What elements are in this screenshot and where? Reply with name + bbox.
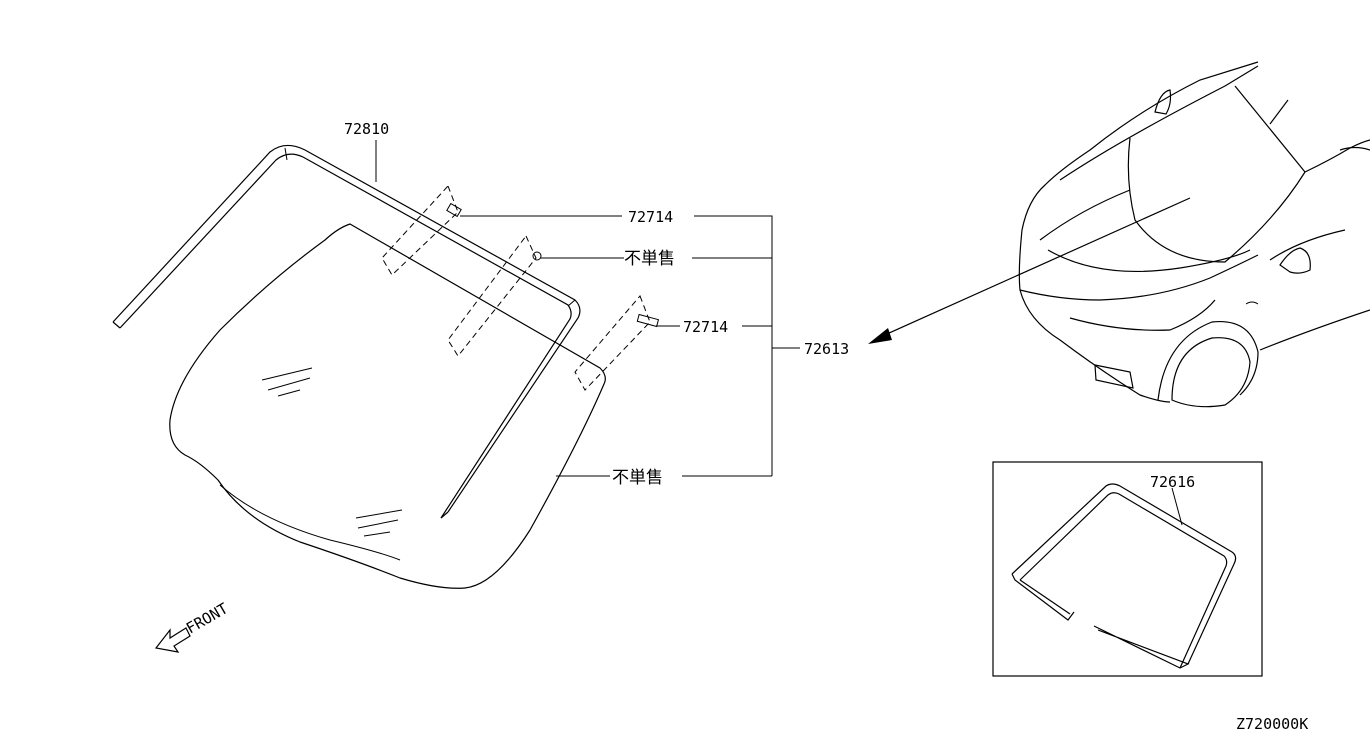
callout-not-sold-lower: 不単售 bbox=[612, 468, 663, 488]
clip-assemblies bbox=[381, 185, 660, 391]
location-arrow bbox=[868, 197, 1191, 344]
callout-72613: 72613 bbox=[804, 340, 849, 358]
windshield-glass bbox=[169, 223, 606, 589]
callout-not-sold-upper: 不単售 bbox=[624, 249, 675, 269]
front-arrow-icon bbox=[154, 627, 191, 653]
callout-72714-upper: 72714 bbox=[628, 208, 673, 226]
callout-72616: 72616 bbox=[1150, 473, 1195, 491]
callout-72810: 72810 bbox=[344, 120, 389, 138]
vehicle-sketch bbox=[1018, 61, 1370, 408]
roof-moulding bbox=[112, 144, 581, 519]
front-label: FRONT bbox=[183, 599, 231, 637]
callout-72714-lower: 72714 bbox=[683, 318, 728, 336]
inset-box bbox=[992, 461, 1263, 677]
leader-lines bbox=[375, 140, 800, 477]
diagram-code: Z720000K bbox=[1236, 715, 1308, 733]
